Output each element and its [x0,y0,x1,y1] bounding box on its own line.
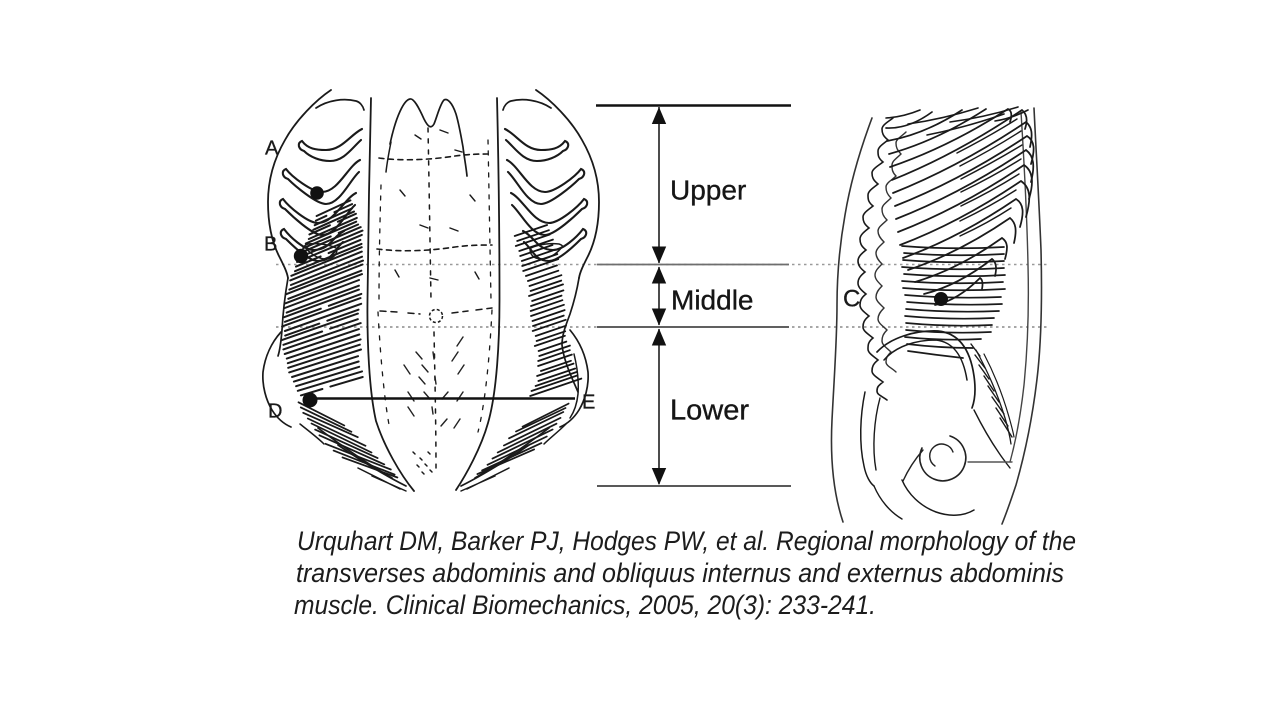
svg-text:D: D [268,401,282,423]
svg-text:B: B [264,234,277,256]
svg-text:Upper: Upper [670,175,746,206]
svg-text:C: C [843,286,860,313]
svg-text:muscle. Clinical Biomechanics,: muscle. Clinical Biomechanics, 2005, 20(… [294,590,876,620]
svg-text:Middle: Middle [671,285,753,316]
svg-text:Lower: Lower [670,395,749,427]
svg-text:transverses abdominis and obli: transverses abdominis and obliquus inter… [296,558,1064,588]
svg-text:Urquhart DM, Barker PJ, Hodges: Urquhart DM, Barker PJ, Hodges PW, et al… [297,526,1076,556]
svg-text:A: A [265,138,279,160]
svg-text:E: E [582,392,595,414]
